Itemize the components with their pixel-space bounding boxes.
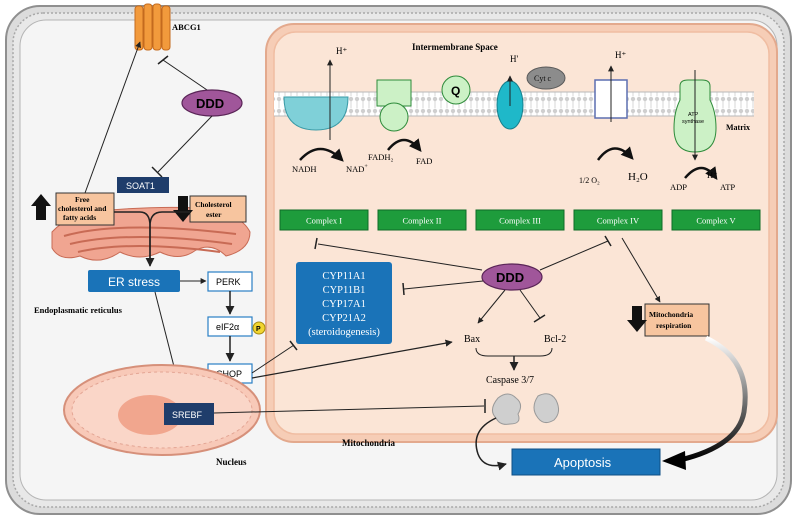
srebf-box[interactable]	[164, 403, 214, 425]
complex-ii-square	[376, 79, 412, 107]
complex-box-4[interactable]	[573, 209, 663, 231]
complex-label-2: Complex II	[403, 216, 442, 226]
cyp-box[interactable]	[296, 262, 392, 344]
complex-row: Complex I Complex II Complex III Complex IV…	[279, 209, 761, 231]
up-arrow-icon	[31, 194, 51, 220]
chol-ester-2: ester	[206, 210, 222, 219]
bcl2-label: Bcl-2	[544, 334, 566, 345]
caspase-label: Caspase 3/7	[486, 375, 534, 386]
phospho-label: P	[256, 326, 261, 333]
free-chol-2: cholesterol and	[58, 204, 107, 213]
complex-box-3[interactable]	[475, 209, 565, 231]
cholesterol-ester-box[interactable]	[189, 195, 247, 223]
fadh2-label: FADH₂	[368, 152, 394, 162]
er-stress-label: ER stress	[108, 275, 160, 289]
q-label: Q	[451, 84, 460, 98]
atp-synthase-label-2: synthase	[682, 119, 704, 125]
atp-label: ATP	[720, 182, 735, 192]
adp-label: ADP	[670, 182, 687, 192]
complex-box-2[interactable]	[377, 209, 467, 231]
fad-label: FAD	[416, 156, 432, 166]
complex-label-3: Complex III	[499, 216, 541, 226]
ddd-mito-label: DDD	[496, 270, 524, 285]
soat1-box[interactable]	[117, 177, 169, 193]
mito-resp-2: respiration	[656, 321, 692, 330]
chop-label: CHOP	[216, 369, 242, 379]
down-arrow-icon-2	[627, 306, 647, 332]
bax-label: Bax	[464, 334, 480, 345]
er-label: Endoplasmatic reticulus	[34, 305, 123, 315]
complex-box-1[interactable]	[279, 209, 369, 231]
atp-synthase-label-1: ATP	[688, 112, 699, 118]
abcg1-transporter	[134, 3, 171, 51]
free-cholesterol-box[interactable]	[55, 192, 115, 226]
h2o-label: H₂O	[628, 171, 648, 183]
complex-label-4: Complex IV	[597, 216, 640, 226]
h-plus-4: H⁺	[615, 50, 626, 60]
phospho-icon	[252, 321, 266, 335]
complex-ii-circle	[379, 102, 409, 132]
h-plus-5: H⁺	[707, 170, 718, 180]
down-arrow-icon	[173, 196, 193, 222]
mito-respiration-box[interactable]	[644, 303, 710, 337]
mitochondria-label: Mitochondria	[342, 438, 395, 448]
complex-label-5: Complex V	[696, 216, 736, 226]
half-o2-label: 1/2 O₂	[579, 176, 600, 185]
abcg1-label: ABCG1	[172, 22, 201, 32]
nad-label: NAD+	[346, 164, 368, 174]
intermembrane-label: Intermembrane Space	[412, 42, 498, 52]
cyt-c-label: Cyt c	[534, 74, 552, 83]
cyp-gene-5: (steroidogenesis)	[308, 327, 380, 338]
coenzyme-q	[441, 75, 471, 105]
cyp-gene-3: CYP17A1	[322, 299, 366, 310]
complex-i-shape	[283, 96, 349, 131]
caspase-protein-icon	[492, 393, 560, 425]
matrix-label: Matrix	[726, 123, 750, 132]
h-prime: H'	[510, 54, 518, 64]
ddd-mito-node[interactable]	[481, 263, 543, 291]
apoptosis-box[interactable]	[511, 448, 661, 476]
soat1-label: SOAT1	[126, 181, 155, 191]
nucleus-label: Nucleus	[216, 457, 247, 467]
free-chol-1: Free	[75, 195, 90, 204]
cyp-gene-4: CYP21A2	[322, 313, 366, 324]
perk-label: PERK	[216, 277, 241, 287]
er-stress-box[interactable]	[88, 270, 180, 292]
mito-resp-1: Mitochondria	[649, 310, 693, 319]
complex-label-1: Complex I	[306, 216, 342, 226]
nucleus-organelle	[63, 364, 261, 456]
complex-box-5[interactable]	[671, 209, 761, 231]
eif2a-label: eIF2α	[216, 322, 239, 332]
free-chol-3: fatty acids	[63, 213, 96, 222]
h-plus-1: H⁺	[336, 46, 347, 56]
srebf-label: SREBF	[172, 410, 203, 420]
ddd-top-label: DDD	[196, 96, 224, 111]
chol-ester-1: Cholesterol	[195, 200, 232, 209]
cyp-gene-1: CYP11A1	[322, 271, 365, 282]
cyp-gene-2: CYP11B1	[323, 285, 366, 296]
apoptosis-label: Apoptosis	[554, 455, 612, 470]
nadh-label: NADH	[292, 164, 317, 174]
cyt-c	[526, 66, 566, 90]
